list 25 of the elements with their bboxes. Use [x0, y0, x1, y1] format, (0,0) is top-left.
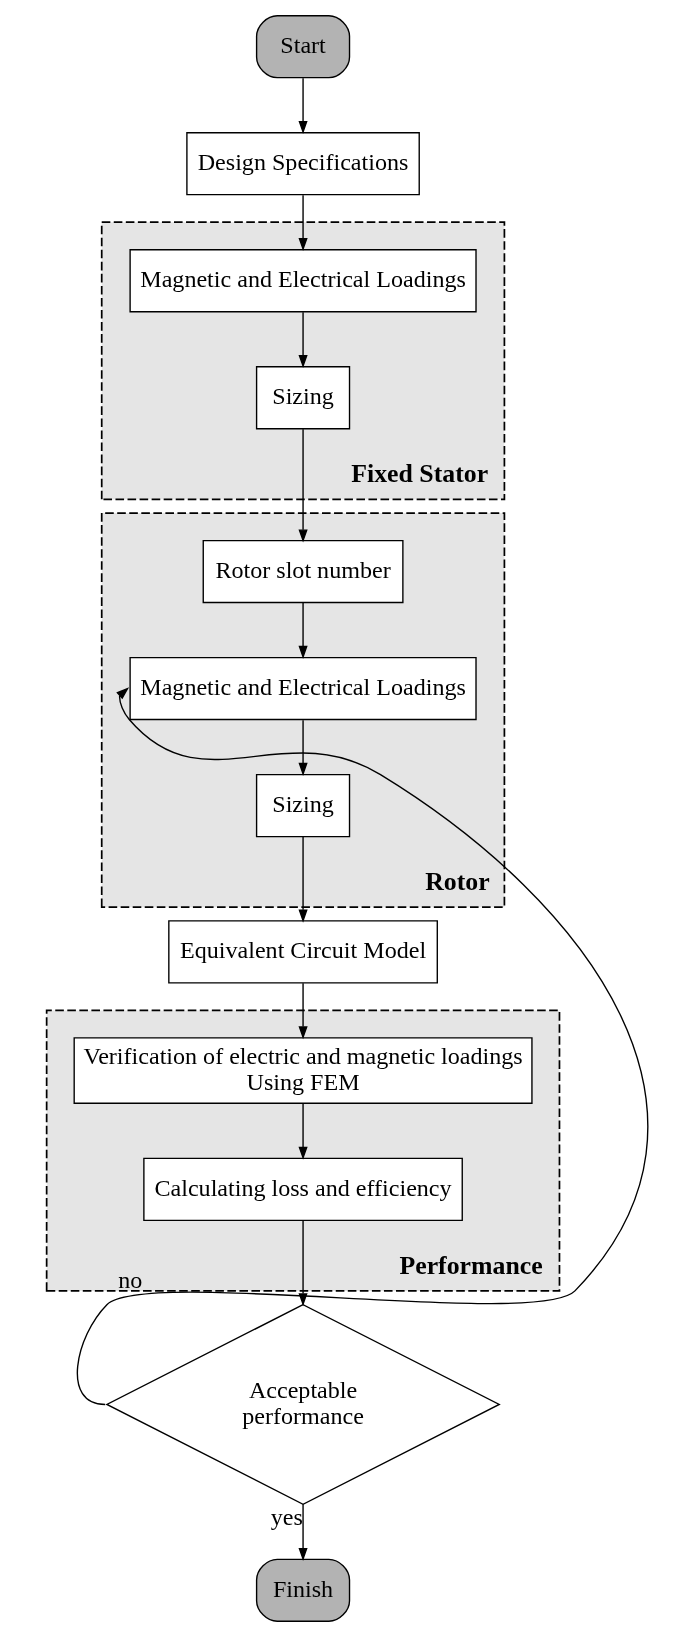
arrow: [297, 602, 308, 659]
node-box: Finish: [255, 1558, 350, 1622]
node-box: Rotor slot number: [202, 539, 404, 604]
node-box: Verification of electric and magnetic loadings Using FEM: [73, 1037, 533, 1104]
node-box: Sizing: [255, 773, 350, 838]
node-box: Magnetic and Electrical Loadings: [128, 656, 477, 721]
node-box: Calculating loss and efficiency: [142, 1157, 463, 1221]
node-box: Start: [255, 15, 350, 79]
node-diamond: Acceptable performance: [104, 1303, 501, 1506]
node-box: Equivalent Circuit Model: [167, 920, 438, 984]
arrow: [76, 687, 648, 1406]
arrow: [297, 311, 308, 369]
arrow: [297, 1503, 308, 1561]
arrow: [297, 428, 308, 543]
edge-label: no: [117, 1266, 142, 1293]
arrow: [297, 719, 308, 776]
node-box: Magnetic and Electrical Loadings: [128, 249, 477, 313]
edge-label: yes: [270, 1503, 303, 1530]
arrow: [297, 194, 308, 252]
arrow: [297, 77, 308, 135]
arrow: [297, 836, 308, 923]
arrow: [297, 1103, 308, 1160]
node-box: Design Specifications: [185, 132, 420, 196]
node-box: Sizing: [255, 366, 350, 430]
arrow: [297, 982, 308, 1040]
